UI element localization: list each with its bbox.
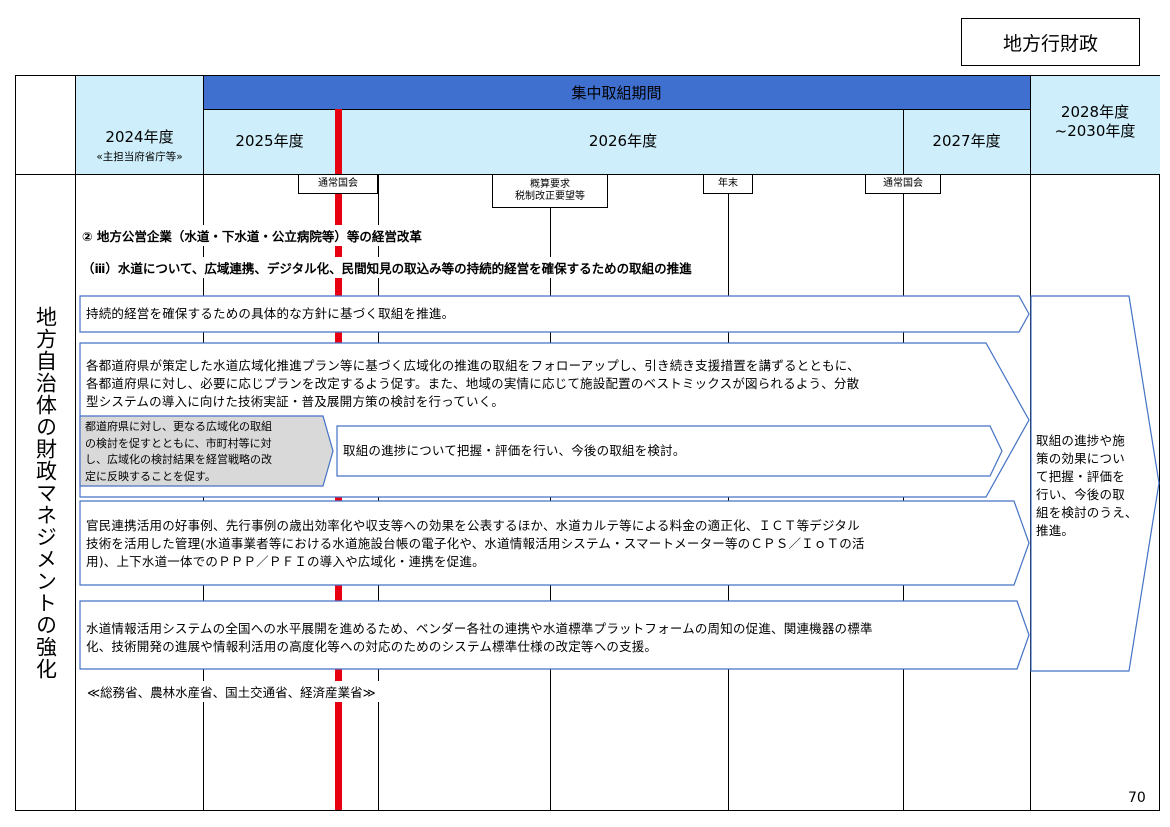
- milestone-year-end: 年末: [703, 174, 753, 194]
- arrow-ppp-text: 官民連携活用の好事例、先行事例の歳出効率化や収支等への効果を公表するほか、水道カ…: [86, 518, 865, 569]
- header-fy2028-2030: 2028年度 ~2030年度: [1054, 103, 1136, 140]
- page-number: 70: [1128, 790, 1146, 806]
- arrow-future-text: 取組の進捗や施 策の効果につい て把握・評価を 行い、今後の取 組を検討のうえ、…: [1036, 433, 1138, 538]
- milestone-regular-diet-2: 通常国会: [865, 174, 941, 194]
- side-title: 地方自治体の財政マネジメントの強化: [33, 306, 58, 680]
- ministries: ≪総務省、農林水産省、国土交通省、経済産業省≫: [84, 681, 379, 702]
- arrow-progress-text: 取組の進捗について把握・評価を行い、今後の取組を検討。: [343, 443, 686, 458]
- arrow-water-info-shape: [79, 600, 1030, 670]
- roadmap-frame: [15, 75, 1160, 811]
- arrow-progress-shape: [336, 425, 1003, 477]
- header-intensive-period: 集中取組期間: [203, 76, 1030, 109]
- milestone-regular-diet-1: 通常国会: [298, 174, 378, 194]
- corner-label: 地方行財政: [961, 18, 1140, 66]
- arrow-ppp-shape: [79, 500, 1030, 586]
- header-line-period: [203, 109, 1030, 110]
- section-heading: ② 地方公営企業（水道・下水道・公立病院等）等の経営改革: [80, 225, 424, 246]
- arrow-water-info-text: 水道情報活用システムの全国への水平展開を進めるため、ベンダー各社の連携や水道標準…: [86, 621, 873, 654]
- header-fy2028-bg: [1030, 76, 1160, 174]
- arrow-future-shape: [1030, 295, 1160, 672]
- gray-box-shape: [79, 415, 334, 487]
- milestone-budget-request: 概算要求 税制改正要望等: [492, 174, 608, 208]
- arrow-policy-shape: [79, 295, 1030, 333]
- header-fy2024-bg: [76, 76, 203, 174]
- header-fy2024: 2024年度 «主担当府省庁等»: [96, 128, 183, 163]
- arrow-policy-text: 持続的経営を確保するための具体的な方針に基づく取組を推進。: [86, 306, 455, 321]
- sub-heading: （ⅲ）水道について、広域連携、デジタル化、民間知見の取込み等の持続的経営を確保す…: [80, 257, 694, 278]
- gray-box-text: 都道府県に対し、更なる広域化の取組 の検討を促すとともに、市町村等に対 し、広域…: [85, 420, 272, 483]
- header-fy2027: 2027年度: [932, 131, 1001, 150]
- col-line-side: [75, 75, 76, 811]
- header-fy2026: 2026年度: [588, 131, 658, 150]
- arrow-wide-area-text: 各都道府県が策定した水道広域化推進プラン等に基づく広域化の推進の取組をフォローア…: [86, 358, 860, 409]
- header-fy2025: 2025年度: [235, 131, 304, 150]
